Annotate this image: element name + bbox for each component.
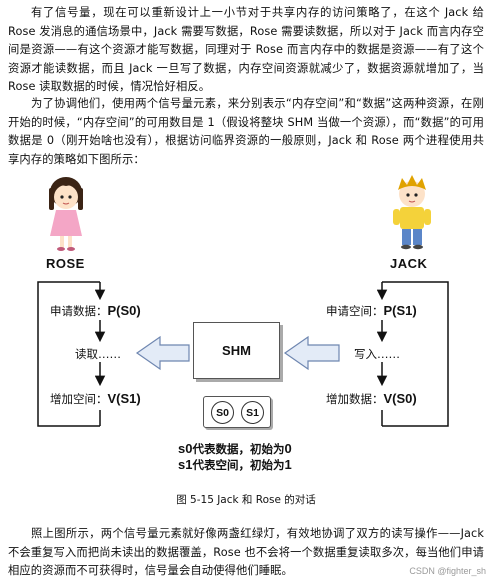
semaphore-s0: S0: [211, 401, 234, 424]
flow-diagram: [37, 175, 449, 427]
s0-description: s0代表数据，初始为0: [178, 441, 292, 456]
figure-caption: 图 5-15 Jack 和 Rose 的对话: [176, 494, 316, 506]
semaphore-s1: S1: [241, 401, 264, 424]
figure-5-15: ROSE JACK 申请数据：P(S0) 读取…… 增加空间：V(S1) 申请空…: [0, 170, 492, 510]
shm-label: SHM: [222, 343, 251, 358]
rose-step-read: 读取……: [75, 347, 121, 361]
jack-loop: [376, 281, 449, 427]
read-arrow: [135, 335, 190, 371]
write-arrow: [283, 335, 340, 371]
semaphore-box: S0 S1: [203, 396, 271, 428]
strategy-paragraph: 为了协调他们，使用两个信号量元素，来分别表示“内存空间”和“数据”这两种资源，在…: [8, 97, 484, 166]
watermark: CSDN @fighter_sh: [409, 566, 486, 576]
conclusion-paragraph: 照上图所示，两个信号量元素就好像两盏红绿灯，有效地协调了双方的读写操作——Jac…: [8, 527, 484, 577]
jack-step-add-data: 增加数据：V(S0): [326, 391, 417, 406]
s1-description: s1代表空间，初始为1: [178, 457, 292, 472]
rose-loop: [37, 281, 106, 427]
rose-step-request-data: 申请数据：P(S0): [50, 303, 141, 318]
jack-figure-icon: [393, 175, 431, 250]
intro-paragraph: 有了信号量，现在可以重新设计上一小节对于共享内存的访问策略了，在这个 Jack …: [8, 6, 484, 93]
jack-step-write: 写入……: [354, 347, 400, 361]
jack-step-request-space: 申请空间：P(S1): [326, 303, 417, 318]
rose-step-add-space: 增加空间：V(S1): [50, 391, 141, 406]
shm-box: SHM: [193, 322, 280, 379]
rose-figure-icon: [49, 177, 83, 251]
jack-label: JACK: [390, 256, 428, 271]
rose-label: ROSE: [46, 256, 85, 271]
